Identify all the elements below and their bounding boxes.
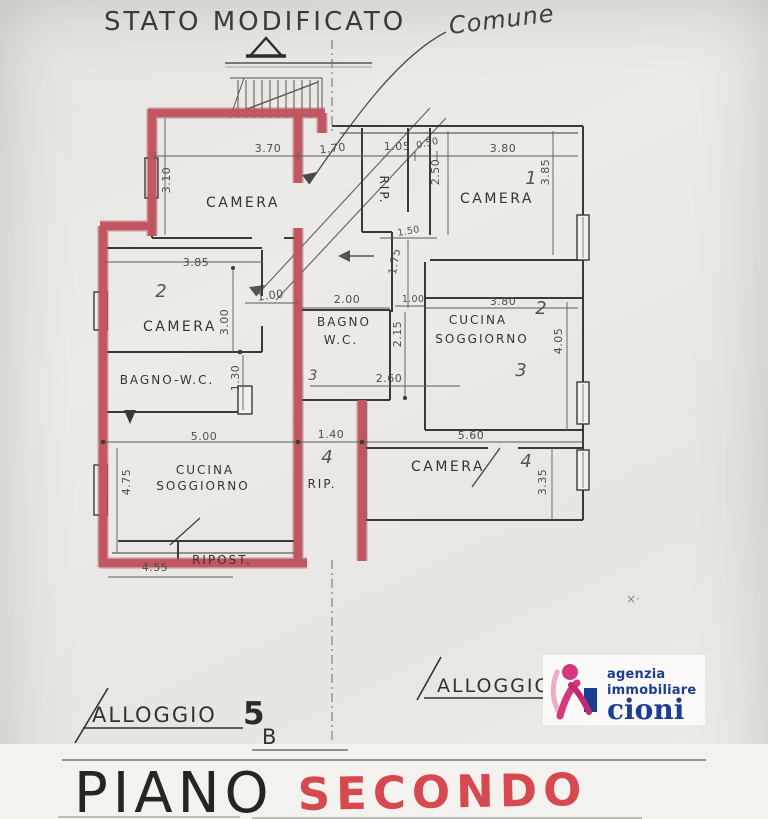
room-label-cucina-right-2: SOGGIORNO bbox=[435, 332, 528, 346]
dim-385-left: 3.85 bbox=[183, 256, 210, 269]
dimension-ticks bbox=[100, 266, 407, 445]
dim-260: 2.60 bbox=[376, 372, 403, 385]
room-label-camera-bottom-right: CAMERA bbox=[411, 459, 485, 475]
room-label-cucina-left-2: SOGGIORNO bbox=[156, 479, 249, 493]
floor-title-secondo: SECONDO bbox=[297, 763, 588, 819]
unit-right-name: ALLOGGIO bbox=[437, 675, 551, 697]
cioni-logo-person-icon bbox=[550, 664, 597, 720]
room-label-camera-mid-left: CAMERA bbox=[143, 319, 217, 335]
dim-405: 4.05 bbox=[552, 328, 565, 355]
hw-number-4-rip: 4 bbox=[321, 447, 332, 468]
dim-370: 3.70 bbox=[255, 142, 282, 155]
dim-300: 3.00 bbox=[218, 309, 231, 336]
scan-mark: ×· bbox=[626, 592, 640, 606]
dim-385-right: 3.85 bbox=[539, 159, 552, 186]
page-title: STATO MODIFICATO bbox=[104, 7, 406, 37]
dim-050: 0.50 bbox=[415, 136, 439, 151]
paper-light-band bbox=[0, 744, 768, 819]
unit-left-name: ALLOGGIO bbox=[92, 703, 217, 727]
hw-number-4-camera: 4 bbox=[520, 451, 531, 472]
dim-175: 1.75 bbox=[386, 247, 403, 275]
handwritten-numbers: 1 2 2 3 3 4 4 bbox=[155, 168, 546, 472]
section-marker-a-triangle-icon bbox=[225, 36, 372, 68]
room-label-camera-top-left: CAMERA bbox=[206, 195, 280, 211]
room-label-rip-bottom: RIP. bbox=[307, 477, 336, 491]
hw-number-2-right: 2 bbox=[535, 298, 546, 319]
dim-335: 3.35 bbox=[536, 469, 549, 496]
cioni-agency-logo: agenzia immobiliare cioni bbox=[543, 655, 705, 726]
room-label-cucina-right-1: CUCINA bbox=[449, 313, 507, 327]
handwritten-note-comune: Comune bbox=[447, 0, 556, 40]
note-leader-arrow bbox=[302, 31, 447, 185]
room-label-bagno-center-1: BAGNO bbox=[317, 315, 371, 329]
dim-310: 3.10 bbox=[160, 167, 173, 194]
dim-170: 1.70 bbox=[319, 141, 347, 157]
hw-number-3-small: 3 bbox=[309, 368, 318, 384]
logo-text-agenzia: agenzia bbox=[607, 667, 665, 682]
dim-455: 4.55 bbox=[142, 561, 169, 574]
dim-140: 1.40 bbox=[318, 428, 345, 441]
unit-left-number: 5 bbox=[243, 696, 265, 732]
hw-number-2-left: 2 bbox=[155, 281, 166, 302]
unit-label-right: ALLOGGIO bbox=[416, 656, 556, 701]
logo-text-cioni: cioni bbox=[607, 693, 684, 726]
dim-150: 1.50 bbox=[397, 224, 421, 239]
logo-text-immobiliare: immobiliare bbox=[607, 683, 696, 698]
room-label-bagno-center-2: W.C. bbox=[324, 333, 359, 347]
section-marker-b: B bbox=[252, 725, 348, 751]
room-label-rip-top: RIP. bbox=[377, 175, 391, 204]
door-arrow-icon bbox=[124, 410, 136, 424]
room-label-bagno-left: BAGNO-W.C. bbox=[120, 373, 215, 387]
room-label-camera-top-right: CAMERA bbox=[460, 191, 534, 207]
dim-130: 1.30 bbox=[229, 365, 242, 392]
dim-100-b: 1.00 bbox=[402, 294, 424, 305]
hw-number-3-right: 3 bbox=[515, 360, 526, 381]
floor-title: PIANO SECONDO bbox=[58, 759, 706, 819]
floor-title-piano: PIANO bbox=[74, 761, 274, 819]
dim-250: 2.50 bbox=[429, 159, 442, 186]
dim-500: 5.00 bbox=[191, 430, 218, 443]
hw-number-1: 1 bbox=[525, 168, 536, 189]
red-marker-outline bbox=[97, 107, 368, 569]
room-labels: CAMERA CAMERA BAGNO-W.C. CUCINA SOGGIORN… bbox=[120, 175, 534, 567]
dim-215: 2.15 bbox=[391, 321, 404, 348]
dim-380-right: 3.80 bbox=[490, 295, 517, 308]
dimension-lines bbox=[103, 118, 583, 578]
dim-475: 4.75 bbox=[120, 469, 133, 496]
dimension-labels: 3.70 1.70 1.05 0.50 3.80 3.85 3.10 2.50 … bbox=[120, 136, 565, 574]
room-label-ripostiglio: RIPOST. bbox=[192, 553, 252, 567]
dim-380-top: 3.80 bbox=[490, 142, 517, 155]
unit-label-left: ALLOGGIO 5 bbox=[74, 687, 265, 744]
dim-200: 2.00 bbox=[334, 293, 361, 306]
dim-100-a: 1.00 bbox=[256, 287, 284, 304]
dim-560: 5.60 bbox=[458, 429, 485, 442]
room-label-cucina-left-1: CUCINA bbox=[176, 463, 234, 477]
dim-105: 1.05 bbox=[384, 140, 411, 153]
section-marker-b-label: B bbox=[262, 725, 278, 749]
